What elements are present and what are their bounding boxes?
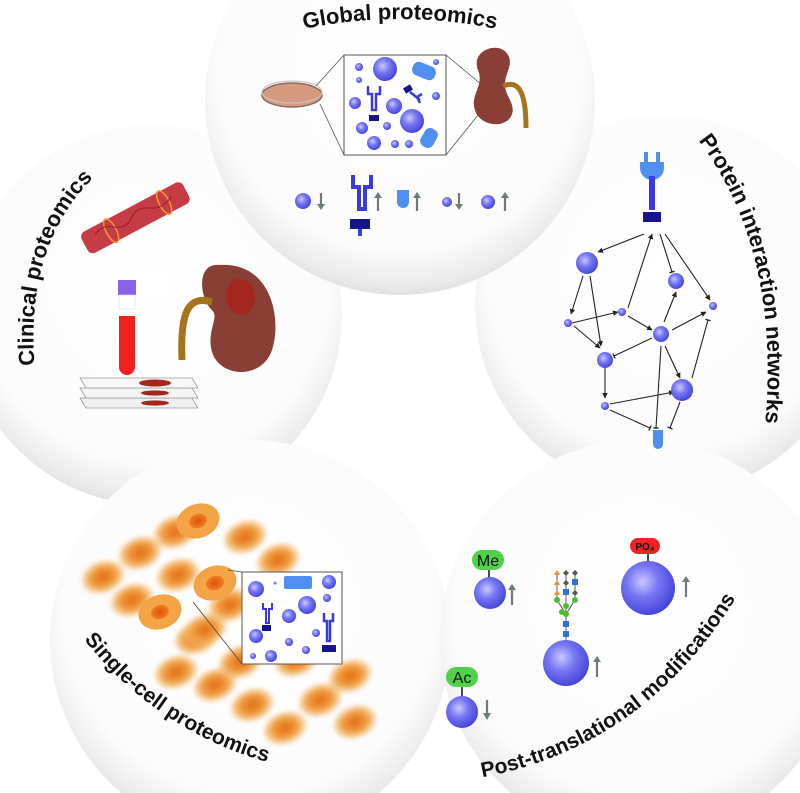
protein-decreased-small [442,197,452,207]
phosphorylation-group: PO₄ [621,538,690,615]
protein-increased [481,195,495,209]
network-target-tube-icon [653,430,663,449]
arrow-up-icon [413,192,421,211]
acetylation-group: Ac [446,667,491,728]
network-node [597,352,613,368]
arrow-up-icon [508,584,516,605]
kidney-icon [473,47,529,129]
network-node [576,252,598,274]
network-nodes [564,252,717,449]
network-node [601,402,609,410]
receptor-increased [350,175,373,236]
highlighted-cells [138,503,237,630]
blood-tube-icon [118,280,136,375]
magnification-lines [315,54,483,156]
arrow-up-icon [682,576,690,597]
network-node [671,379,693,401]
network-edges [569,233,711,431]
network-node [709,302,717,310]
highlighted-cell [193,565,237,601]
phosphate-label: PO₄ [635,542,654,553]
blood-vessel-icon [81,182,190,254]
kidney-tumor-icon [178,264,276,372]
acetyl-label: Ac [453,670,472,687]
abundance-change-row [295,175,509,236]
network-node [618,308,626,316]
methylated-protein [474,577,506,609]
network-receptor-icon [640,152,664,222]
arrow-down-icon [483,700,491,720]
acetylated-protein [446,696,478,728]
methylation-group: Me [472,550,516,609]
network-node [668,273,684,289]
bubble-ptm [440,440,800,793]
highlighted-cell [176,503,220,539]
glycosylated-protein [543,640,589,686]
arrow-up-icon [501,192,509,211]
cell-layer [81,515,377,745]
tissue-slides-icon [79,377,199,409]
petri-dish-icon [261,80,323,108]
arrow-down-icon [455,193,463,210]
methyl-label: Me [477,553,499,570]
single-cell-magnification-lines [192,569,243,665]
arrow-up-icon [374,192,382,211]
single-cell-proteome-contents [248,575,336,662]
phosphorylated-protein [621,561,675,615]
network-node [564,319,572,327]
network-node [653,326,669,342]
highlighted-cell [138,594,182,630]
glycosylation-group [543,570,601,686]
tube-protein-increased [397,190,409,208]
proteome-contents [349,57,440,150]
arrow-up-icon [593,656,601,677]
arrow-down-icon [317,193,325,210]
protein-decreased [295,193,311,209]
